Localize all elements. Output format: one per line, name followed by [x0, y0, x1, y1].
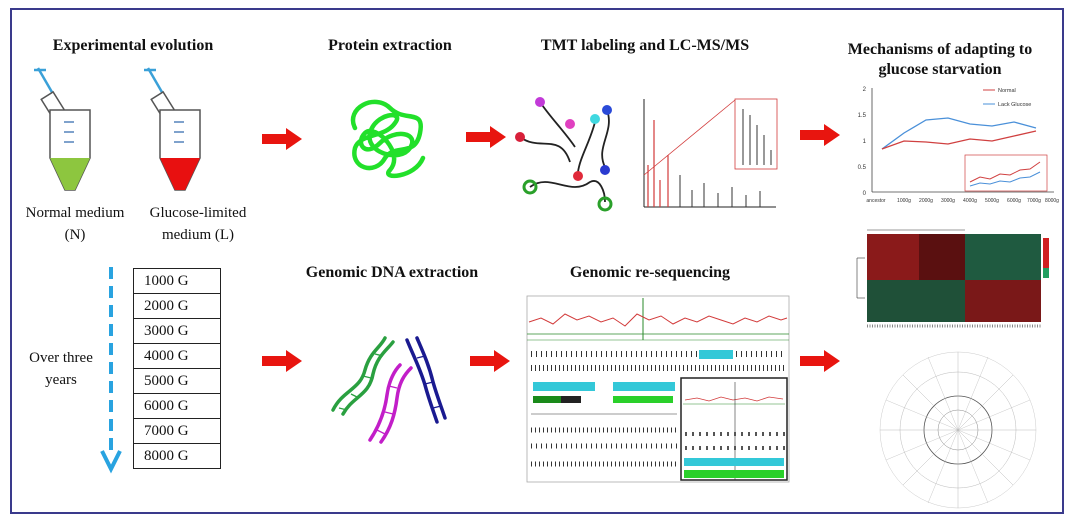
table-row: 2000 G	[133, 293, 221, 319]
generation-cell: 6000 G	[133, 393, 221, 419]
heading-protein-extraction: Protein extraction	[328, 37, 452, 54]
generation-cell: 1000 G	[133, 268, 221, 294]
timeline-label: Over three	[29, 350, 93, 366]
table-row: 6000 G	[133, 393, 221, 419]
heatmap-illustration	[856, 229, 1049, 328]
normal-medium-label: Normal medium	[25, 205, 125, 221]
heading-genomic-dna-extraction: Genomic DNA extraction	[305, 264, 479, 281]
arrow-right-icon	[466, 126, 506, 148]
generation-cell: 3000 G	[133, 318, 221, 344]
x-tick-label: 4000g	[963, 198, 977, 204]
x-tick-label: 6000g	[1007, 198, 1021, 204]
generation-cell: 8000 G	[133, 443, 221, 469]
x-tick-label: 7000g	[1027, 198, 1041, 204]
arrow-down-icon	[100, 267, 122, 474]
generation-cell: 2000 G	[133, 293, 221, 319]
arrow-right-icon	[800, 124, 840, 146]
table-row: 8000 G	[133, 443, 221, 469]
genome-browser-illustration	[526, 295, 790, 483]
generation-cell: 4000 G	[133, 343, 221, 369]
ms-spectrum-plot	[640, 95, 780, 213]
heading-experimental-evolution: Experimental evolution	[52, 37, 214, 54]
legend-lack-glucose: Lack Glucose	[998, 102, 1031, 108]
generation-cell: 7000 G	[133, 418, 221, 444]
protein-coil-icon	[350, 99, 426, 179]
arrow-right-icon	[262, 350, 302, 372]
y-tick-label: 0	[863, 191, 867, 197]
glucose-medium-label: Glucose-limited	[149, 205, 247, 221]
circular-tree-illustration	[879, 351, 1037, 509]
figure-frame	[10, 8, 1064, 514]
heading-genomic-resequencing: Genomic re-sequencing	[569, 264, 731, 281]
y-tick-label: 1.5	[858, 113, 867, 119]
heading-tmt-labeling: TMT labeling and LC-MS/MS	[540, 37, 750, 54]
legend-normal: Normal	[998, 88, 1016, 94]
x-tick-label: 8000g	[1045, 198, 1059, 204]
table-row: 4000 G	[133, 343, 221, 369]
generation-cell: 5000 G	[133, 368, 221, 394]
arrow-right-icon	[262, 128, 302, 150]
tube-icon	[34, 67, 91, 191]
timeline-label-years: years	[45, 372, 77, 388]
normal-medium-code: (N)	[64, 227, 86, 243]
y-tick-label: 1	[863, 139, 867, 145]
tmt-labels-illustration	[515, 97, 613, 212]
table-row: 5000 G	[133, 368, 221, 394]
generation-table: 1000 G 2000 G 3000 G 4000 G 5000 G 6000 …	[133, 268, 221, 469]
x-tick-label: 5000g	[985, 198, 999, 204]
table-row: 7000 G	[133, 418, 221, 444]
arrow-right-icon	[470, 350, 510, 372]
heading-mechanisms-2: glucose starvation	[878, 61, 1002, 78]
mechanisms-line-chart: 2 1.5 1 0.5 0 Normal Lack Glucose ancest…	[858, 87, 1060, 204]
glucose-medium-code: medium (L)	[161, 227, 235, 243]
x-tick-label: 1000g	[897, 198, 911, 204]
heading-mechanisms-1: Mechanisms of adapting to	[847, 41, 1033, 58]
tube-icon	[144, 67, 201, 191]
x-tick-label: 2000g	[919, 198, 933, 204]
x-tick-label: 3000g	[941, 198, 955, 204]
y-tick-label: 0.5	[858, 165, 867, 171]
arrow-right-icon	[800, 350, 840, 372]
table-row: 1000 G	[133, 268, 221, 294]
dna-helix-icon	[331, 336, 447, 444]
table-row: 3000 G	[133, 318, 221, 344]
y-tick-label: 2	[863, 87, 867, 93]
x-tick-label: ancestor	[866, 198, 886, 204]
